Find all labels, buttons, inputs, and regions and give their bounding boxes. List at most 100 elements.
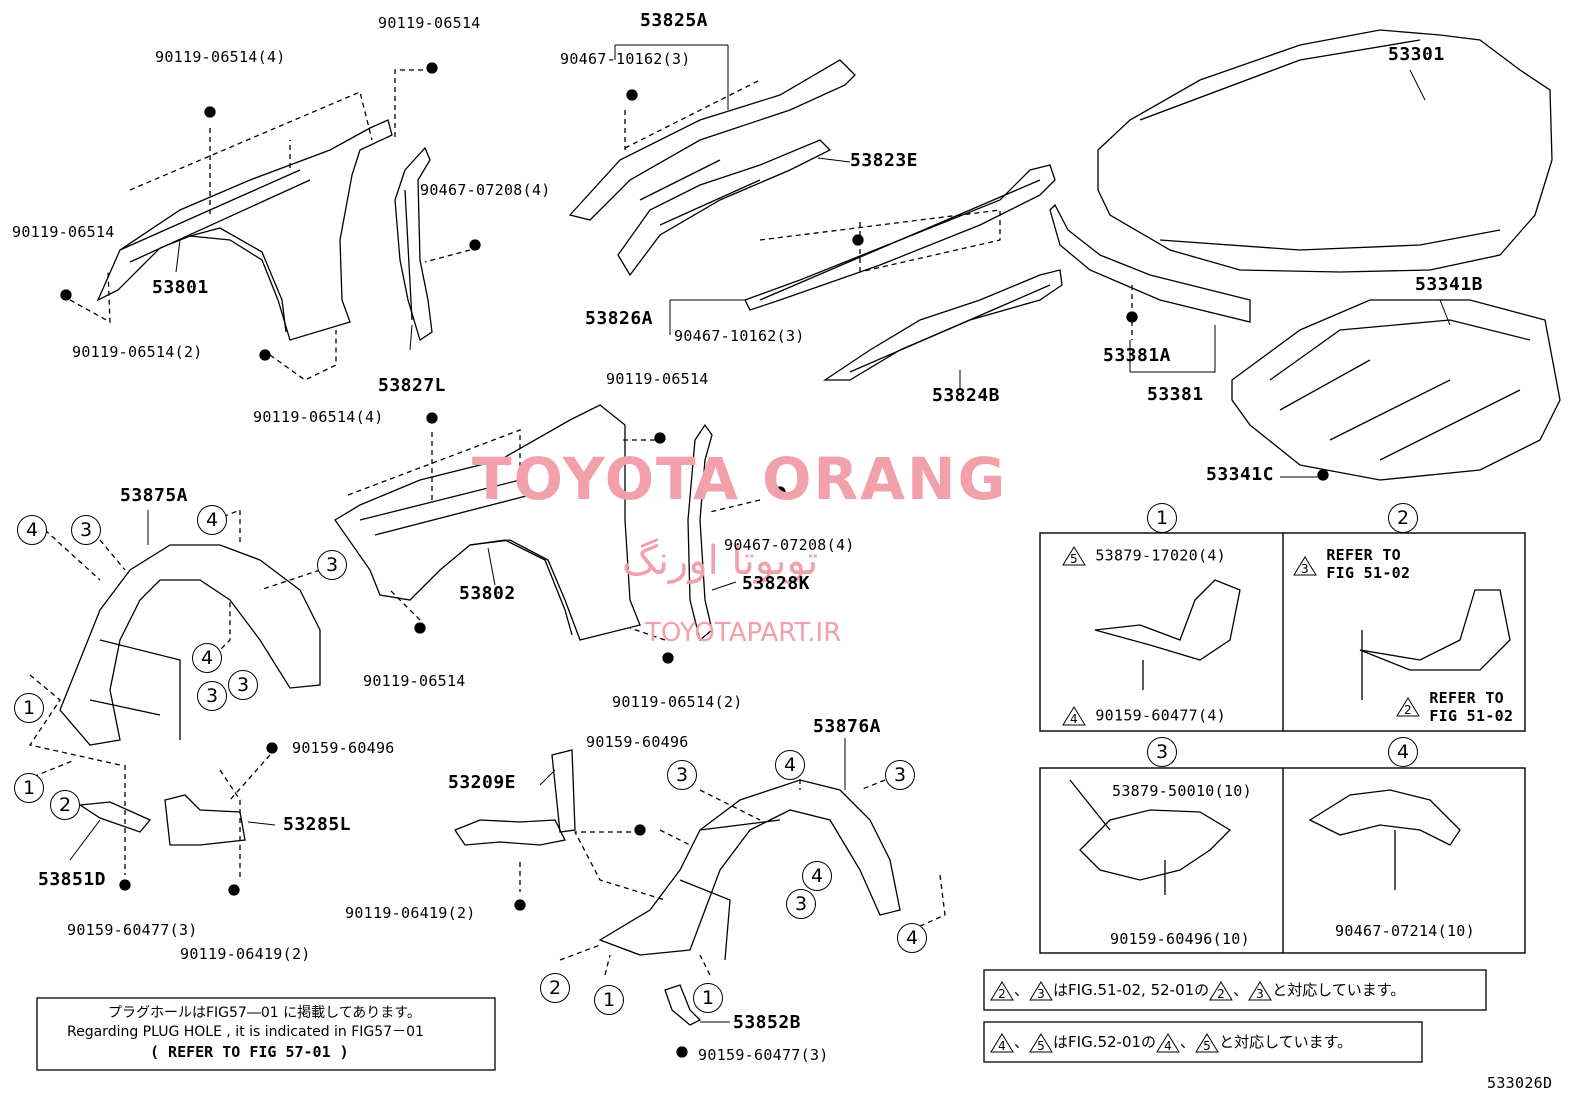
part-label[interactable]: 53381A (1103, 345, 1172, 366)
detail-header-3: 3 (1147, 737, 1177, 767)
part-label[interactable]: 53801 (152, 277, 209, 298)
watermark-brand: TOYOTA ORANG (472, 445, 1008, 513)
part-label[interactable]: 90159-60496 (586, 733, 689, 751)
leader-lines-center-fender (347, 429, 761, 641)
part-label[interactable]: 90119-06514 (378, 14, 481, 32)
fender-53802-drawing (334, 404, 641, 641)
detail-1-label-b: 4 90159-60477(4) (1062, 706, 1226, 726)
part-label[interactable]: 90119-06419(2) (180, 945, 311, 963)
svg-text:3: 3 (1256, 987, 1264, 1001)
part-label[interactable]: 53824B (932, 385, 1001, 406)
part-label[interactable]: 90119-06514(2) (72, 343, 203, 361)
detail-4-part[interactable]: 90467-07214(10) (1335, 922, 1475, 940)
detail-panels-frame (1039, 532, 1526, 954)
part-label[interactable]: 90159-60496 (292, 739, 395, 757)
svg-text:3: 3 (1037, 987, 1045, 1001)
part-label[interactable]: 53826A (585, 308, 654, 329)
separator: 、 (1014, 1033, 1030, 1051)
part-label[interactable]: 53381 (1147, 384, 1204, 405)
separator: 、 (1180, 1033, 1196, 1051)
part-label[interactable]: 53827L (378, 375, 447, 396)
callout-3: 3 (71, 515, 101, 545)
separator: 、 (1233, 981, 1249, 999)
hood-insulator-53341B-drawing (1231, 299, 1561, 481)
svg-text:2: 2 (998, 987, 1006, 1001)
svg-text:5: 5 (1037, 1039, 1045, 1053)
part-label[interactable]: 53825A (640, 10, 709, 31)
triangle-mark-icon: 2 (1209, 980, 1234, 1001)
triangle-mark-icon: 2 (990, 980, 1014, 1001)
part-label[interactable]: 90467-07208(4) (420, 181, 551, 199)
part-label[interactable]: 53828K (742, 573, 811, 594)
detail-header-1: 1 (1147, 503, 1177, 533)
svg-text:2: 2 (1404, 703, 1412, 717)
part-label[interactable]: 90159-60477(3) (67, 921, 198, 939)
liner-53875A-drawing (59, 544, 321, 846)
part-label[interactable]: 53876A (813, 716, 882, 737)
triangle-mark-icon: 2 (1396, 697, 1420, 717)
leader-lines-upper-left (69, 69, 471, 381)
callout-4: 4 (775, 750, 805, 780)
refer-fig[interactable]: FIG 51-02 (1326, 564, 1411, 582)
part-label[interactable]: 90119-06514(2) (612, 693, 743, 711)
leader-lines-liner-left (24, 509, 321, 880)
plug-hole-note-en: Regarding PLUG HOLE , it is indicated in… (67, 1024, 424, 1040)
part-label[interactable]: 53341B (1415, 274, 1484, 295)
part-label[interactable]: 53285L (283, 814, 352, 835)
part-label[interactable]: 53301 (1388, 44, 1445, 65)
callout-4: 4 (897, 923, 927, 953)
part-label[interactable]: 90159-60477(3) (698, 1046, 829, 1064)
part-label[interactable]: 53852B (733, 1012, 802, 1033)
detail-1-part[interactable]: 90159-60477(4) (1095, 706, 1226, 725)
part-label[interactable]: 90119-06419(2) (345, 904, 476, 922)
callout-3: 3 (667, 760, 697, 790)
svg-text:3: 3 (1301, 562, 1309, 576)
cowl-panels-drawing (568, 59, 1063, 381)
part-label[interactable]: 90119-06514(4) (253, 408, 384, 426)
callout-4: 4 (17, 515, 47, 545)
callout-4: 4 (192, 643, 222, 673)
triangle-mark-icon: 5 (1029, 1032, 1053, 1053)
part-label[interactable]: 53802 (459, 583, 516, 604)
part-label[interactable]: 53851D (38, 869, 107, 890)
detail-1-part[interactable]: 53879-17020(4) (1095, 546, 1226, 565)
note-text: と対応しています。 (1272, 981, 1406, 999)
refer-text: REFER TO (1429, 689, 1504, 707)
note-text: はFIG.52-01の (1053, 1033, 1157, 1051)
callout-1: 1 (14, 773, 44, 803)
callout-2: 2 (540, 973, 570, 1003)
detail-1-label-a: 5 53879-17020(4) (1062, 546, 1226, 566)
svg-text:5: 5 (1070, 552, 1078, 566)
part-label[interactable]: 90467-07208(4) (724, 536, 855, 554)
triangle-mark-icon: 4 (1062, 706, 1086, 726)
detail-sketches (1069, 579, 1511, 895)
callout-3: 3 (786, 889, 816, 919)
callout-2: 2 (50, 790, 80, 820)
part-label[interactable]: 53823E (850, 150, 919, 171)
plug-hole-ref[interactable]: ( REFER TO FIG 57-01 ) (150, 1043, 349, 1061)
leader-lines-cowl (624, 79, 1001, 273)
note-text: と対応しています。 (1219, 1033, 1353, 1051)
part-label[interactable]: 90467-10162(3) (560, 50, 691, 68)
part-label[interactable]: 90119-06514 (12, 223, 115, 241)
part-label[interactable]: 90119-06514 (606, 370, 709, 388)
part-label[interactable]: 90119-06514(4) (155, 48, 286, 66)
fastener-glyphs (60, 62, 1329, 1058)
part-label[interactable]: 53341C (1206, 464, 1275, 485)
svg-text:4: 4 (1070, 712, 1078, 726)
detail-3-part[interactable]: 90159-60496(10) (1110, 930, 1250, 948)
seal-53828K-drawing (687, 423, 713, 642)
part-label[interactable]: 90467-10162(3) (674, 327, 805, 345)
separator: 、 (1014, 981, 1030, 999)
detail-header-2: 2 (1388, 503, 1418, 533)
part-label[interactable]: 53875A (120, 485, 189, 506)
figure-code: 533026D (1487, 1074, 1553, 1092)
refer-fig[interactable]: FIG 51-02 (1429, 707, 1514, 725)
callout-1: 1 (594, 985, 624, 1015)
part-label[interactable]: 53209E (448, 772, 517, 793)
label-leaders (69, 44, 1451, 1023)
leader-lines-liner-right (519, 770, 946, 976)
part-label[interactable]: 90119-06514 (363, 672, 466, 690)
triangle-mark-icon: 5 (1195, 1032, 1219, 1053)
detail-3-part[interactable]: 53879-50010(10) (1112, 782, 1252, 800)
